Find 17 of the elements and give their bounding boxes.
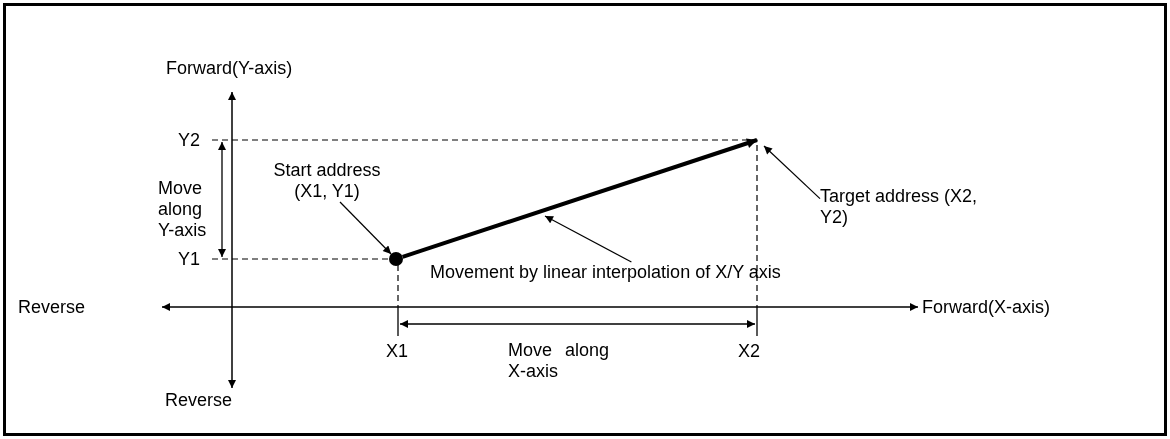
tick-label: X1 <box>386 341 409 362</box>
movement-arrow <box>401 138 758 259</box>
callout-text: Target address (X2, Y2) <box>820 186 1000 228</box>
tick-label: Y1 <box>178 249 201 270</box>
leader-arrow <box>544 215 632 263</box>
leader-arrow <box>339 201 392 255</box>
dimension-label: Move along Y-axis <box>158 178 208 241</box>
dimension-label: Move along X-axis <box>508 340 611 382</box>
callout-text: Movement by linear interpolation of X/Y axis <box>430 262 810 283</box>
axis-label: Forward(Y-axis) <box>166 58 293 79</box>
tick-label: X2 <box>738 341 761 362</box>
leader-arrow <box>763 145 821 200</box>
tick-label: Y2 <box>178 130 201 151</box>
axis-label: Reverse <box>165 390 233 411</box>
axis-label: Forward(X-axis) <box>922 297 1050 318</box>
callout-text: Start address (X1, Y1) <box>262 160 392 202</box>
axis-label: Reverse <box>18 297 86 318</box>
